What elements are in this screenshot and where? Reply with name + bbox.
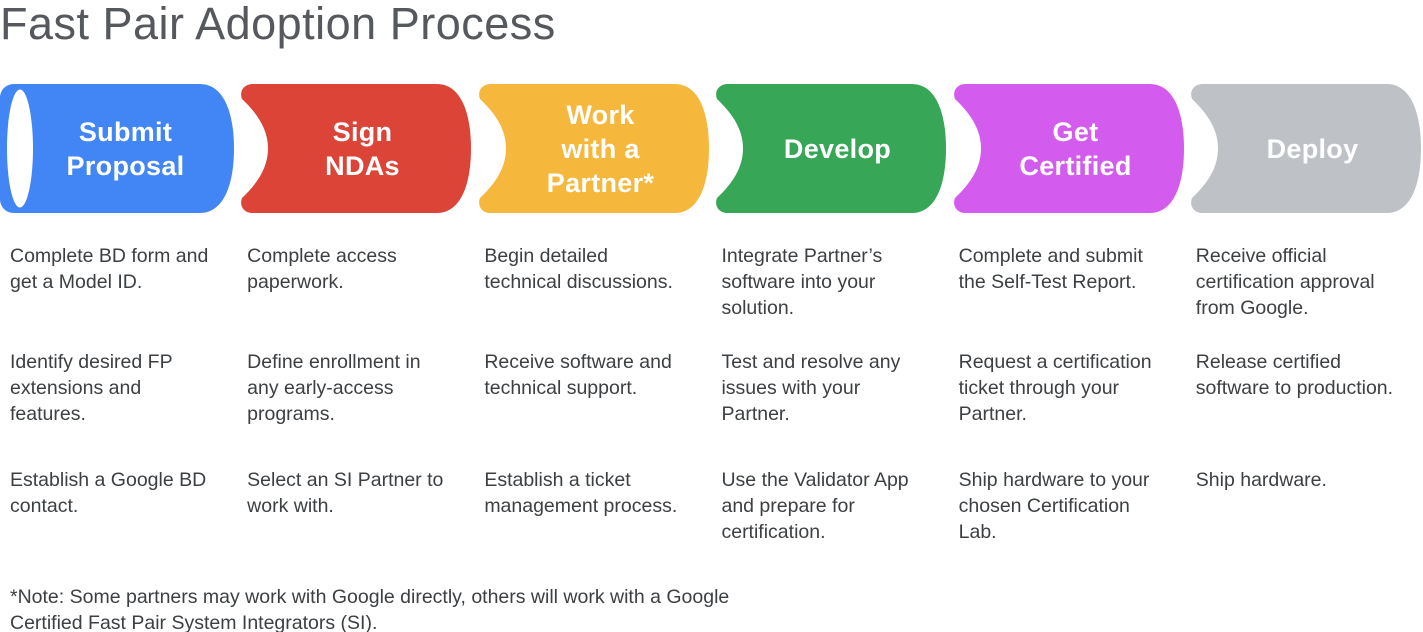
- step-cell: Release certified software to production…: [1195, 351, 1394, 399]
- step-cell: Begin detailed technical discussions.: [484, 245, 673, 293]
- page-title: Fast Pair Adoption Process: [0, 0, 556, 49]
- stage-shape-notched-pill: [716, 84, 946, 213]
- stage-develop: Develop: [712, 84, 949, 213]
- stage-shape-path: [954, 84, 1184, 213]
- stage-shape-notched-pill: [0, 84, 234, 213]
- stage-deploy: Deploy: [1187, 84, 1423, 213]
- step-cell: Select an SI Partner to work with.: [247, 469, 444, 517]
- step-cell: Complete access paperwork.: [247, 245, 397, 293]
- step-cell: Integrate Partner’s software into your s…: [721, 245, 883, 319]
- stage-label: Sign NDAs: [325, 116, 400, 181]
- step-cell: Complete BD form and get a Model ID.: [10, 245, 209, 293]
- stage-sign-ndas: Sign NDAs: [237, 84, 474, 213]
- step-cell: Complete and submit the Self-Test Report…: [958, 245, 1143, 293]
- stage-label: Work with a Partner*: [546, 99, 655, 198]
- steps-row-2: Identify desired FP extensions and featu…: [0, 349, 1423, 427]
- steps-row-3: Establish a Google BD contact. Select an…: [0, 467, 1423, 545]
- stage-shape-path: [241, 84, 471, 213]
- stage-label: Develop: [783, 133, 892, 164]
- stage-label: Get Certified: [1019, 116, 1132, 181]
- footnote: *Note: Some partners may work with Googl…: [10, 586, 730, 632]
- step-cell: Define enrollment in any early-access pr…: [247, 351, 421, 425]
- step-cell: Test and resolve any issues with your Pa…: [721, 351, 901, 425]
- step-cell: Ship hardware to your chosen Certificati…: [958, 469, 1150, 543]
- step-cell: Establish a Google BD contact.: [10, 469, 207, 517]
- stage-shape-path: [716, 84, 946, 213]
- stage-submit-proposal: Submit Proposal: [0, 84, 237, 213]
- step-cell: Receive official certification approval …: [1195, 245, 1375, 319]
- step-cell: Use the Validator App and prepare for ce…: [721, 469, 909, 543]
- stage-shape-path: [0, 84, 234, 213]
- step-cell: Ship hardware.: [1195, 469, 1327, 491]
- stage-shape-notched-pill: [954, 84, 1184, 213]
- process-stages: Submit Proposal Sign NDAs Work with a Pa…: [0, 84, 1423, 213]
- stage-shape-path: [1191, 84, 1421, 213]
- stage-shape-notched-pill: [479, 84, 709, 213]
- stage-shape-notched-pill: [241, 84, 471, 213]
- stage-label: Deploy: [1266, 133, 1359, 164]
- step-cell: Identify desired FP extensions and featu…: [10, 351, 173, 425]
- stage-label: Submit Proposal: [66, 116, 185, 181]
- steps-row-1: Complete BD form and get a Model ID. Com…: [0, 243, 1423, 321]
- step-cell: Request a certification ticket through y…: [958, 351, 1152, 425]
- step-cell: Establish a ticket management process.: [484, 469, 678, 517]
- stage-shape-path: [479, 84, 709, 213]
- stage-shape-notched-pill: [1191, 84, 1421, 213]
- stage-get-certified: Get Certified: [950, 84, 1187, 213]
- stage-work-with-partner: Work with a Partner*: [475, 84, 712, 213]
- step-cell: Receive software and technical support.: [484, 351, 672, 399]
